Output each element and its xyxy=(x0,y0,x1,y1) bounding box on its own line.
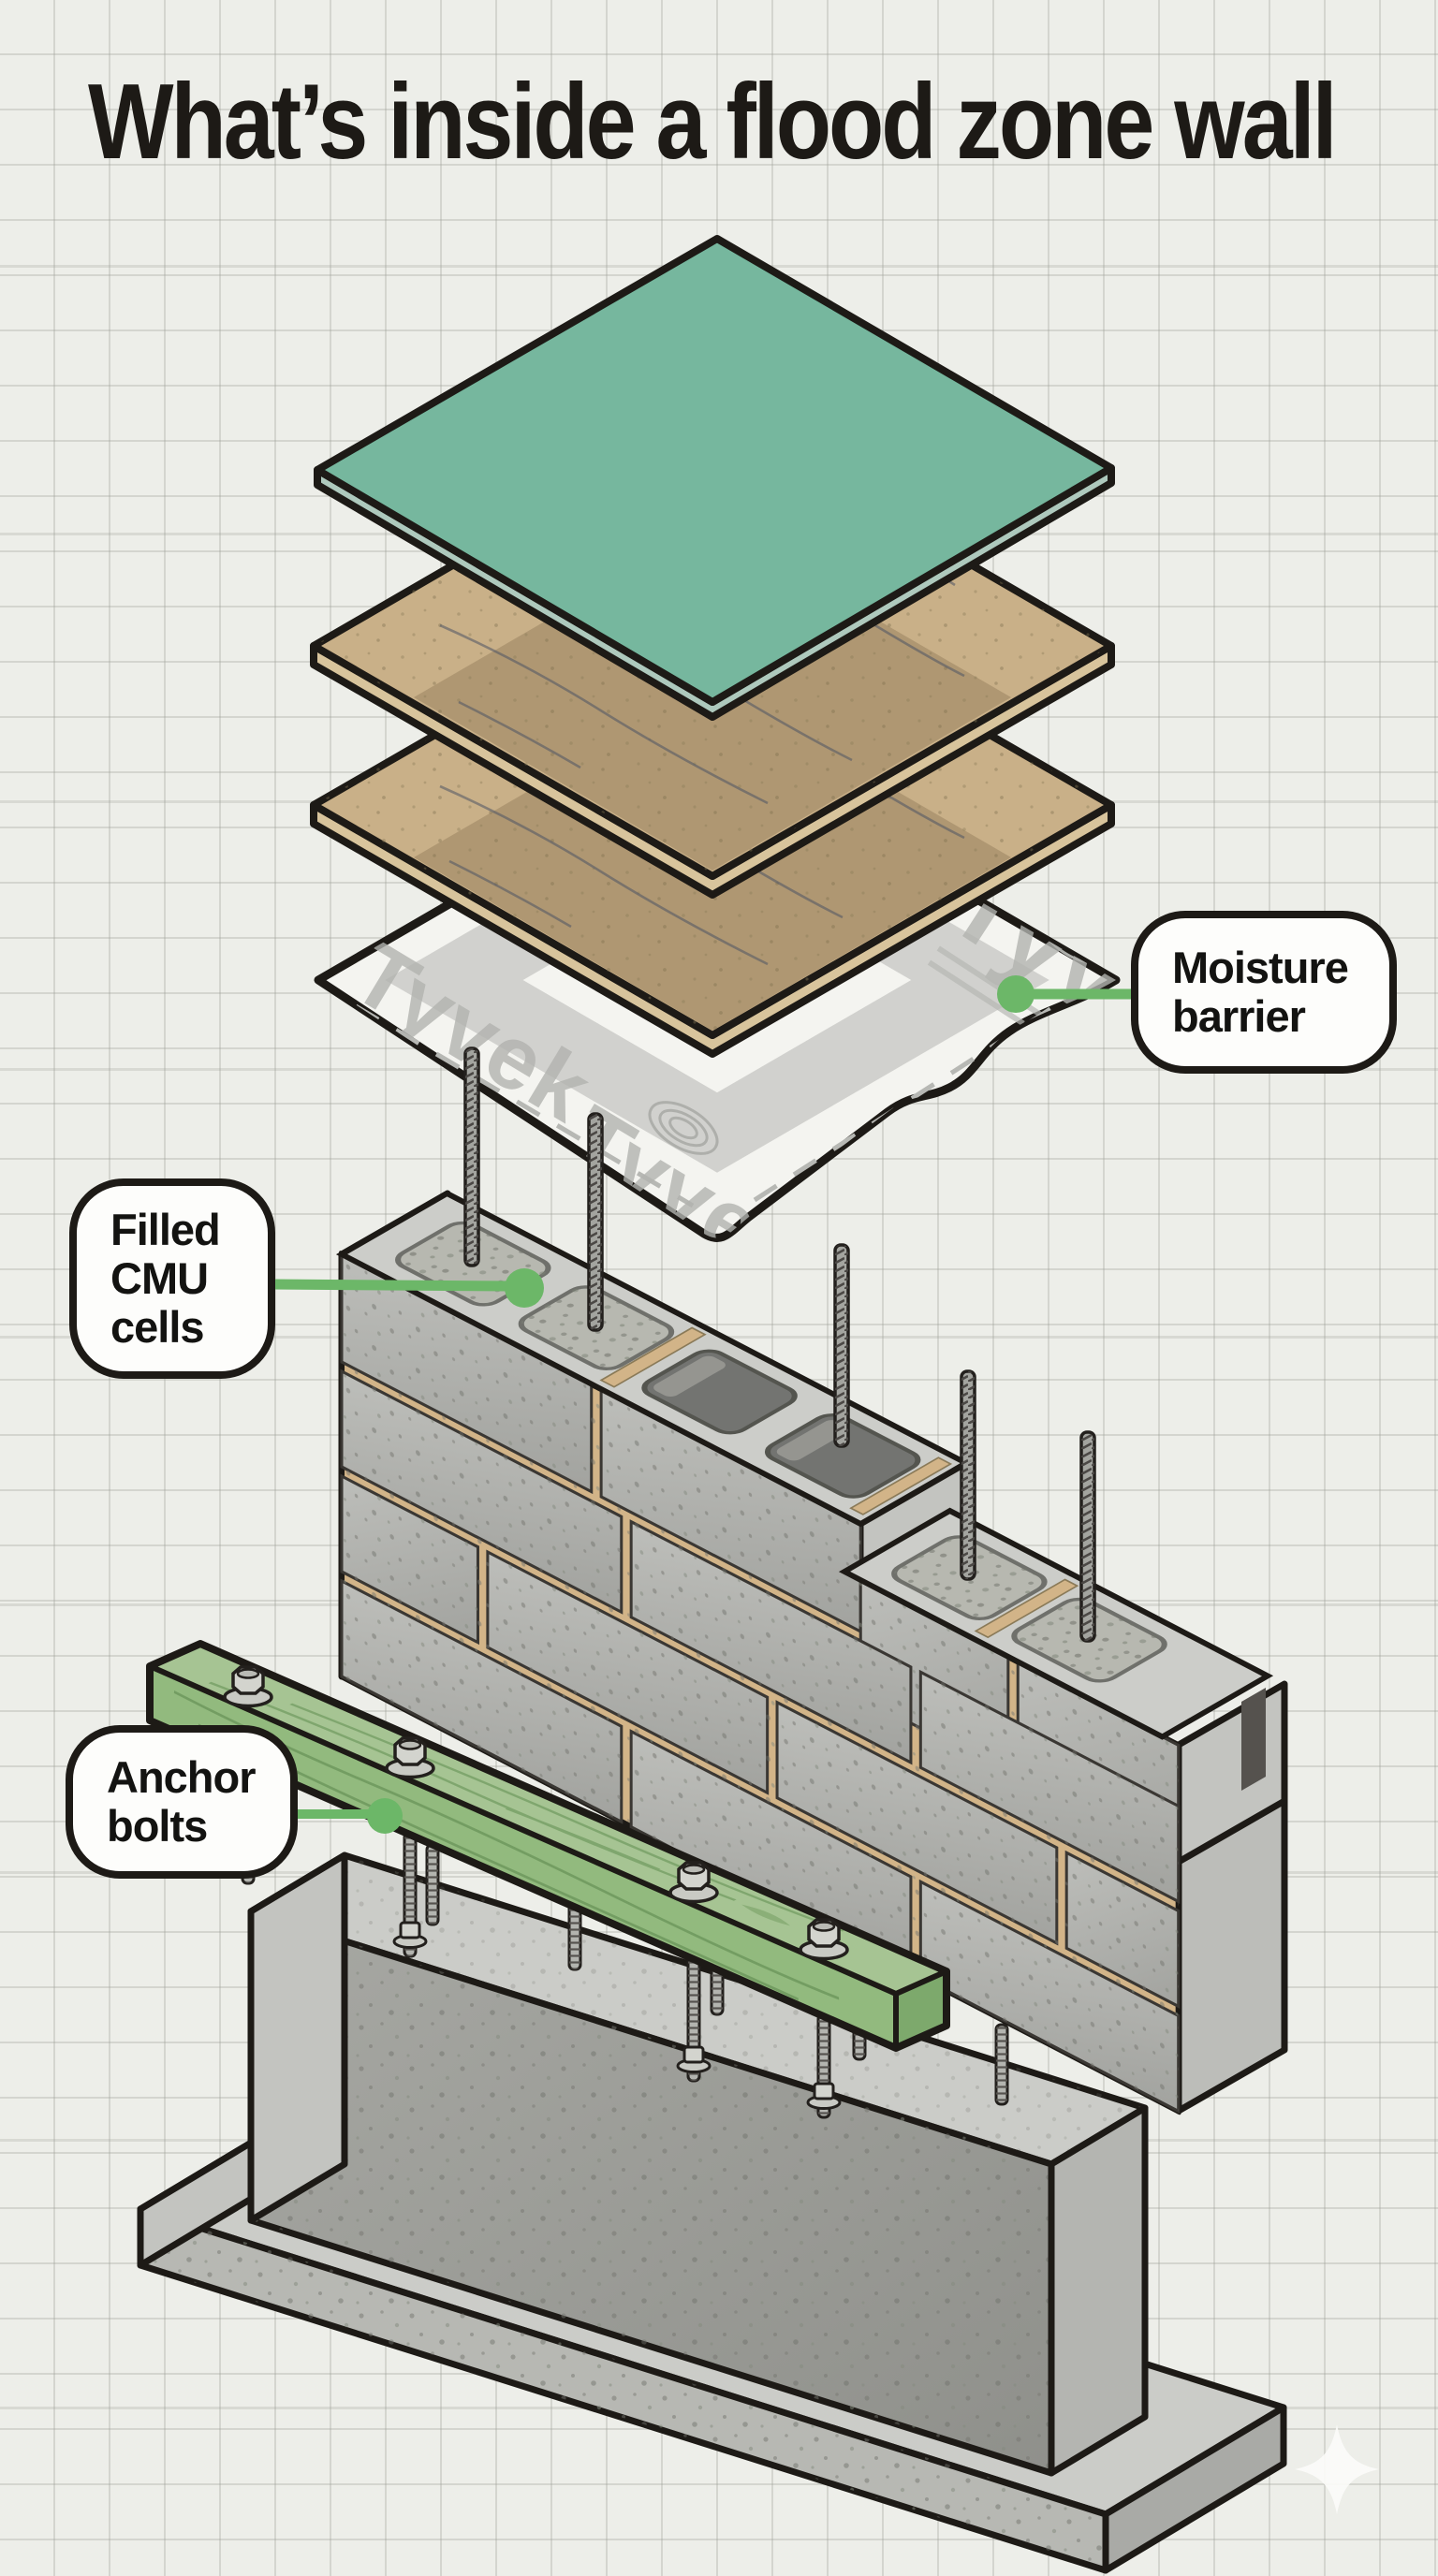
teal-cap-panel xyxy=(314,235,1115,721)
rebar-icon xyxy=(960,1369,976,1581)
empty-cmu-cell xyxy=(641,1349,921,1499)
hex-bolt-icon xyxy=(799,1918,849,1961)
label-line: Filled xyxy=(110,1205,221,1254)
label-line: Moisture xyxy=(1172,943,1349,992)
page-title: What’s inside a flood zone wall xyxy=(88,61,1338,182)
hex-bolt-icon xyxy=(668,1861,719,1904)
anchor-stud-icon xyxy=(425,1843,440,1926)
sill-plate-bolts xyxy=(223,1665,849,1961)
label-line: CMU xyxy=(110,1253,209,1303)
moisture-barrier-dot xyxy=(997,975,1034,1013)
label-line: bolts xyxy=(107,1801,208,1851)
anchor-stud-icon xyxy=(994,2023,1009,2106)
label-filled-cmu-cells: Filled CMU cells xyxy=(69,1178,275,1379)
rebar-icon xyxy=(833,1243,850,1448)
concrete-foundation xyxy=(137,1843,1287,2574)
callout-leaders xyxy=(271,975,1137,1834)
label-moisture-barrier: Moisture barrier xyxy=(1131,911,1397,1074)
filled-cmu-dot xyxy=(505,1268,544,1308)
rebar-icon xyxy=(463,1046,480,1267)
hex-bolt-icon xyxy=(223,1665,273,1708)
cmu-block-wall xyxy=(335,1190,1288,2115)
hex-bolt-icon xyxy=(385,1736,435,1779)
anchor-bolts-dot xyxy=(367,1798,403,1834)
anchor-bolt-icon xyxy=(806,2012,842,2119)
label-line: Anchor xyxy=(107,1752,257,1802)
label-line: barrier xyxy=(1172,991,1306,1041)
rebar-rods xyxy=(463,1046,1096,1643)
rebar-icon xyxy=(1079,1430,1096,1643)
label-anchor-bolts: Anchor bolts xyxy=(66,1725,298,1879)
label-line: cells xyxy=(110,1302,205,1352)
rebar-icon xyxy=(587,1112,604,1332)
stem-wall xyxy=(247,1852,1149,2477)
anchor-bolt-icon xyxy=(392,1831,428,1958)
sparkle-icon xyxy=(1295,2424,1379,2514)
